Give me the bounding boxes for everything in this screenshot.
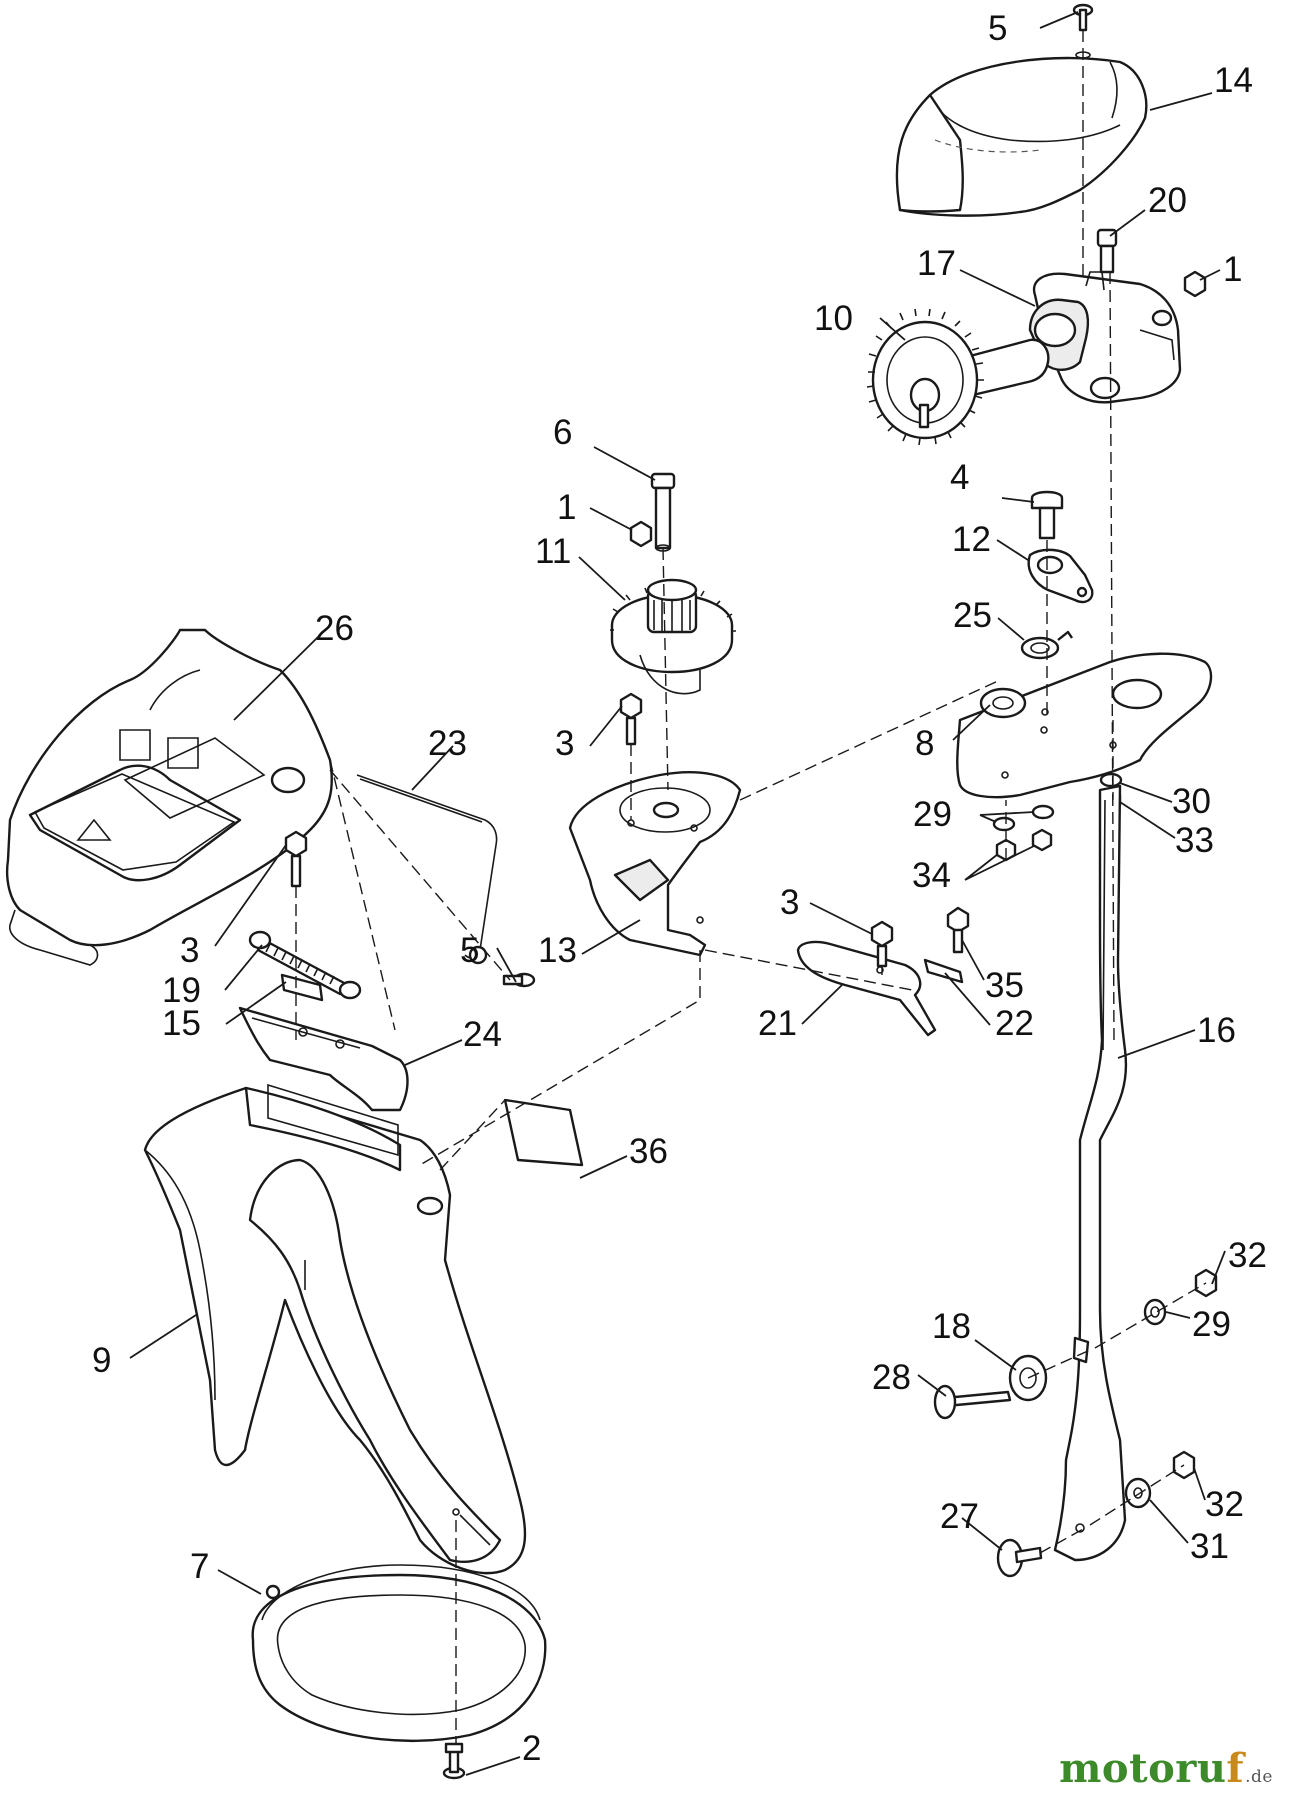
callout-label: 29 (1192, 1305, 1231, 1344)
callout-label: 9 (92, 1341, 111, 1380)
part-1-nut-mid (629, 520, 653, 548)
part-31-washer-lower (1124, 1477, 1152, 1509)
part-24-deflector-plate (238, 1006, 409, 1112)
part-7-chute-ring (251, 1564, 547, 1743)
part-2-bolt (442, 1742, 466, 1780)
part-19-spacer (280, 973, 324, 1002)
part-25-spring-washer (1020, 630, 1073, 660)
part-4-pin (1030, 490, 1064, 540)
callout-label: 3 (180, 931, 199, 970)
callout-label: 17 (917, 244, 956, 283)
callout-label: 30 (1172, 782, 1211, 821)
part-11-spur-gear (610, 578, 736, 695)
callout-label: 11 (535, 532, 571, 571)
callout-label: 32 (1205, 1485, 1244, 1524)
part-29-washer-lower (1143, 1298, 1167, 1326)
callout-label: 1 (557, 488, 576, 527)
callout-labels: 5 14 20 17 1 10 6 4 1 11 12 25 26 23 3 8… (92, 9, 1267, 1768)
callout-label: 1 (1223, 250, 1242, 289)
callout-label: 12 (952, 520, 991, 559)
callout-label: 5 (988, 9, 1007, 48)
callout-label: 32 (1228, 1236, 1267, 1275)
part-13-support-bracket (568, 771, 742, 957)
callout-label: 33 (1175, 821, 1214, 860)
callout-label: 3 (780, 883, 799, 922)
part-3-screw-lower (870, 920, 894, 968)
callout-label: 36 (629, 1132, 668, 1171)
callout-label: 23 (428, 724, 467, 763)
callout-label: 8 (915, 724, 934, 763)
callout-label: 14 (1214, 61, 1253, 100)
callout-label: 10 (814, 299, 853, 338)
callout-label: 3 (555, 724, 574, 763)
callout-label: 20 (1148, 181, 1187, 220)
part-22-clip (923, 958, 964, 984)
watermark-brand: motoru (1059, 1745, 1227, 1792)
part-3-screw-left (284, 830, 308, 888)
assembly-centerlines (295, 30, 1207, 1745)
callout-label: 16 (1197, 1011, 1236, 1050)
callout-label: 27 (940, 1497, 979, 1536)
watermark-brand-letter: f (1226, 1745, 1245, 1792)
callout-label: 2 (522, 1729, 541, 1768)
callout-label: 26 (315, 609, 354, 648)
watermark-tld: .de (1245, 1767, 1273, 1787)
callout-label: 19 (162, 971, 201, 1010)
watermark-logo: motoruf.de (1059, 1745, 1273, 1792)
callout-label: 4 (950, 458, 969, 497)
callout-label: 24 (463, 1015, 502, 1054)
callout-label: 29 (913, 795, 952, 834)
callout-label: 34 (912, 856, 951, 895)
callout-label: 31 (1190, 1527, 1229, 1566)
part-23-control-rod (356, 774, 498, 965)
callout-label: 35 (985, 966, 1024, 1005)
callout-label: 28 (872, 1358, 911, 1397)
part-6-pivot-bolt (650, 472, 676, 552)
callout-label: 21 (758, 1004, 797, 1043)
part-15-spring (248, 930, 362, 1000)
callout-label: 5 (460, 931, 479, 970)
part-12-lever-plate (1027, 548, 1094, 604)
part-1-nut-top (1183, 270, 1207, 298)
part-5-screw-top (1072, 3, 1094, 32)
part-3-screw-mid (619, 692, 643, 746)
part-28-bolt (933, 1384, 1012, 1420)
callout-label: 7 (190, 1547, 209, 1586)
leader-lines (129, 11, 1226, 1776)
callout-label: 22 (995, 1004, 1034, 1043)
callout-label: 6 (553, 413, 572, 452)
part-8-mount-plate (956, 652, 1213, 799)
part-14-chute-cap (895, 51, 1148, 217)
part-17-rotation-bracket (1028, 271, 1182, 404)
callout-label: 15 (162, 1004, 201, 1043)
callout-label: 18 (932, 1307, 971, 1346)
part-36-small-plate (503, 1098, 584, 1167)
part-10-worm-gear (866, 308, 1050, 446)
part-21-link-plate (796, 940, 937, 1037)
part-26-control-panel (6, 628, 333, 966)
part-5-screw-left (502, 972, 536, 988)
part-9-discharge-chute (143, 1083, 527, 1575)
part-20-bolt (1096, 228, 1118, 274)
callout-label: 25 (953, 596, 992, 635)
callout-label: 13 (538, 931, 577, 970)
part-16-crank-rod (1053, 784, 1128, 1562)
part-27-bolt (996, 1538, 1043, 1578)
